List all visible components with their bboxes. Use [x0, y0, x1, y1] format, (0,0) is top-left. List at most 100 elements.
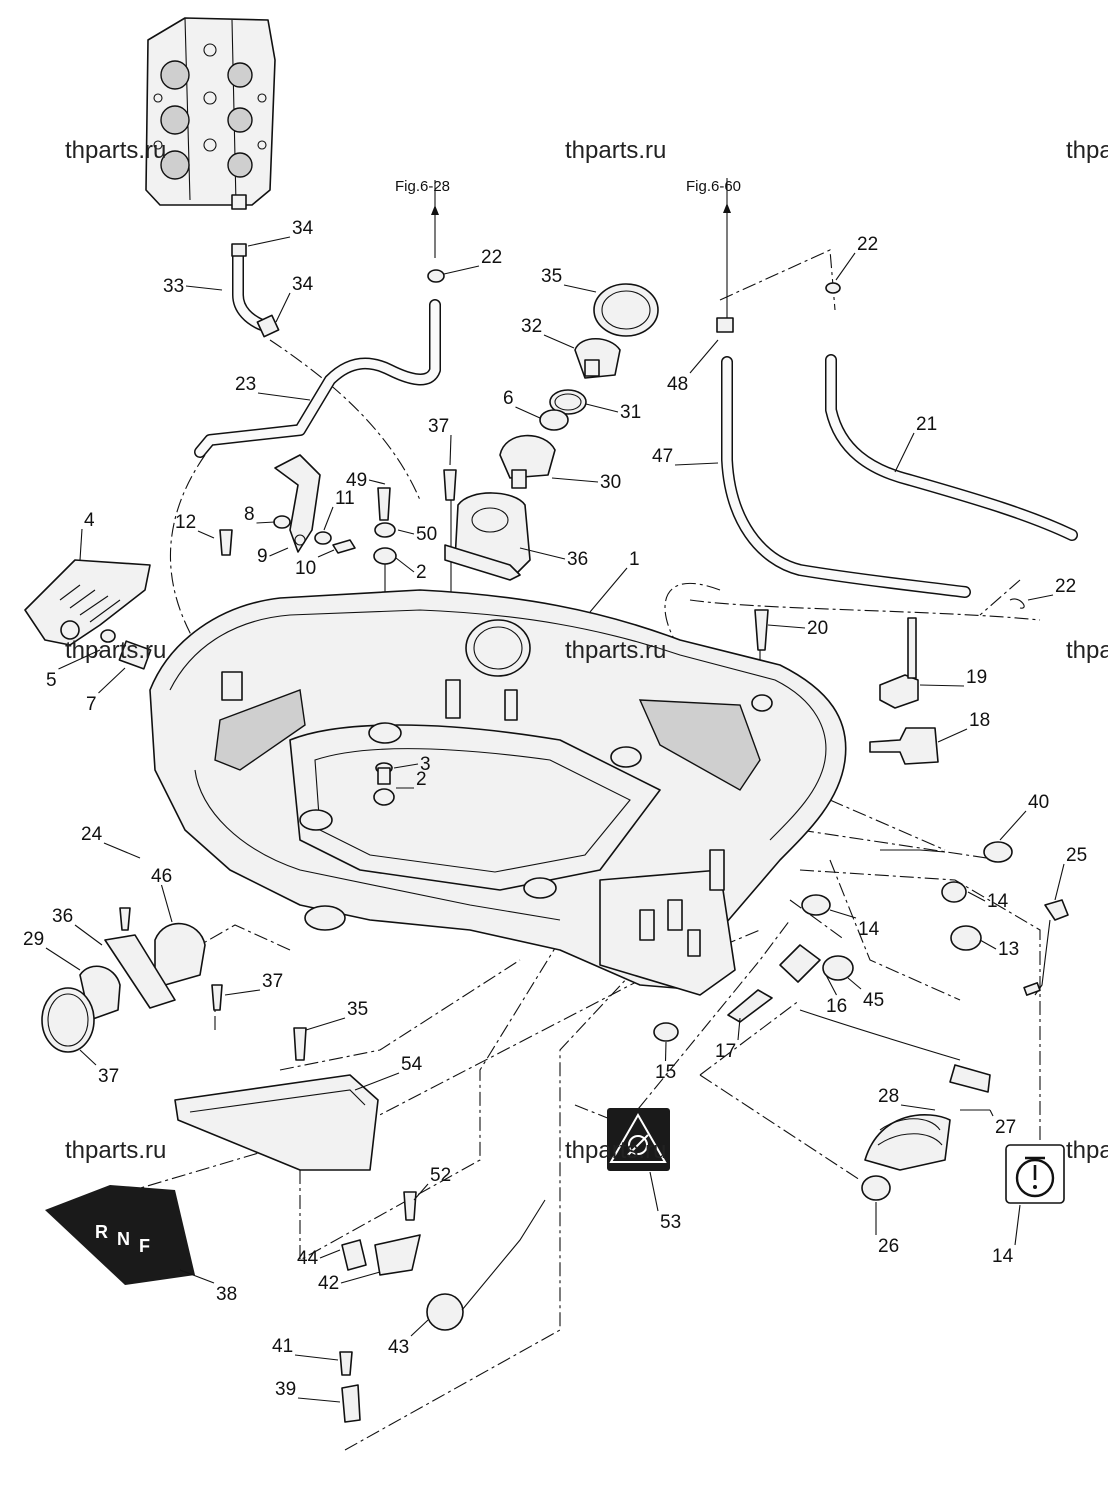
watermark: thparts.ru	[65, 637, 166, 664]
callout-23: 23	[235, 374, 256, 395]
callout-leader	[894, 432, 915, 473]
callout-14: 14	[992, 1246, 1014, 1267]
callout-15: 15	[655, 1062, 676, 1083]
callout-50: 50	[416, 524, 437, 545]
callout-35: 35	[541, 266, 562, 287]
callout-leader	[767, 624, 806, 629]
callout-19: 19	[966, 667, 987, 688]
callout-leader	[1054, 863, 1065, 901]
callout-27: 27	[995, 1117, 1016, 1138]
callout-leader	[256, 521, 276, 524]
callout-47: 47	[652, 446, 673, 467]
callout-leader	[45, 947, 81, 971]
callout-leader	[689, 339, 719, 374]
figure-references: Fig.6-28 Fig.6-60	[395, 178, 741, 195]
callout-32: 32	[521, 316, 542, 337]
callout-22: 22	[481, 247, 502, 268]
callout-13: 13	[998, 939, 1019, 960]
callout-5: 5	[46, 670, 57, 691]
callout-leader	[737, 1017, 741, 1041]
callout-31: 31	[620, 402, 641, 423]
callout-26: 26	[878, 1236, 899, 1257]
shift-decal: R N F	[45, 1185, 195, 1285]
callout-37: 37	[262, 971, 283, 992]
shift-letter-n: N	[117, 1229, 130, 1249]
callout-leader	[160, 884, 173, 923]
callout-17: 17	[715, 1041, 736, 1062]
callout-54: 54	[401, 1054, 423, 1075]
callout-6: 6	[503, 388, 514, 409]
callout-34: 34	[292, 274, 314, 295]
callout-leader	[257, 392, 311, 401]
callout-leader	[847, 977, 862, 990]
callout-41: 41	[272, 1336, 293, 1357]
callout-52: 52	[430, 1165, 451, 1186]
callout-20: 20	[807, 618, 828, 639]
callout-36: 36	[567, 549, 588, 570]
watermark: thparts.ru	[565, 137, 666, 164]
callout-leader	[967, 891, 986, 902]
callout-8: 8	[244, 504, 255, 525]
callout-leader	[825, 974, 837, 996]
callout-2: 2	[416, 769, 427, 790]
callout-29: 29	[23, 929, 44, 950]
callout-33: 33	[163, 276, 184, 297]
callout-leader	[443, 265, 480, 275]
dashed-connectors	[99, 178, 1041, 1451]
callout-14: 14	[858, 919, 880, 940]
shift-letter-f: F	[139, 1236, 150, 1256]
shift-letter-r: R	[95, 1222, 108, 1242]
callout-leader	[103, 842, 141, 859]
callout-9: 9	[257, 546, 268, 567]
callout-45: 45	[863, 990, 884, 1011]
callout-21: 21	[916, 414, 937, 435]
callout-2: 2	[416, 562, 427, 583]
callout-leader	[247, 236, 291, 247]
callout-leader	[354, 1072, 400, 1091]
callout-leader	[563, 284, 597, 293]
engine-warning-decal	[1005, 1144, 1065, 1204]
fig-ref-6-60: Fig.6-60	[686, 178, 741, 195]
callout-14: 14	[987, 891, 1009, 912]
callout-leader	[989, 1109, 994, 1117]
callout-leader	[294, 1354, 339, 1361]
handle-part-4	[24, 559, 152, 670]
grommet-parts	[454, 283, 659, 576]
callout-10: 10	[295, 558, 316, 579]
callout-16: 16	[826, 996, 847, 1017]
callout-leader	[589, 567, 628, 613]
callout-leader	[74, 924, 103, 946]
callout-leader	[340, 1271, 381, 1284]
callout-leader	[197, 530, 215, 539]
callout-leader	[317, 549, 335, 558]
watermarks: thparts.ru thparts.ru thparts.ru thparts…	[65, 137, 1108, 1164]
callout-leader	[275, 292, 291, 323]
watermark: thparts.ru	[65, 137, 166, 164]
callout-40: 40	[1028, 792, 1049, 813]
callout-leader	[674, 462, 719, 466]
callout-49: 49	[346, 470, 367, 491]
callout-12: 12	[175, 512, 196, 533]
watermark: thparts.ru	[565, 1137, 666, 1164]
callout-leader	[919, 684, 965, 687]
callout-42: 42	[318, 1273, 339, 1294]
watermark: thparts.ru	[565, 637, 666, 664]
callout-39: 39	[275, 1379, 296, 1400]
callout-leader	[449, 434, 452, 466]
watermark: thparts.ru	[65, 1137, 166, 1164]
callout-22: 22	[1055, 576, 1076, 597]
callout-leader	[937, 728, 968, 743]
callout-leader	[835, 252, 856, 281]
watermark: thparts.ru	[1066, 137, 1108, 164]
callout-leader	[515, 406, 541, 419]
callout-leader	[79, 1049, 97, 1066]
callout-leader	[900, 1104, 936, 1111]
callout-36: 36	[52, 906, 73, 927]
callout-leader	[543, 334, 575, 349]
callout-53: 53	[660, 1212, 681, 1233]
callout-28: 28	[878, 1086, 899, 1107]
callout-leader	[829, 909, 857, 919]
callout-48: 48	[667, 374, 688, 395]
